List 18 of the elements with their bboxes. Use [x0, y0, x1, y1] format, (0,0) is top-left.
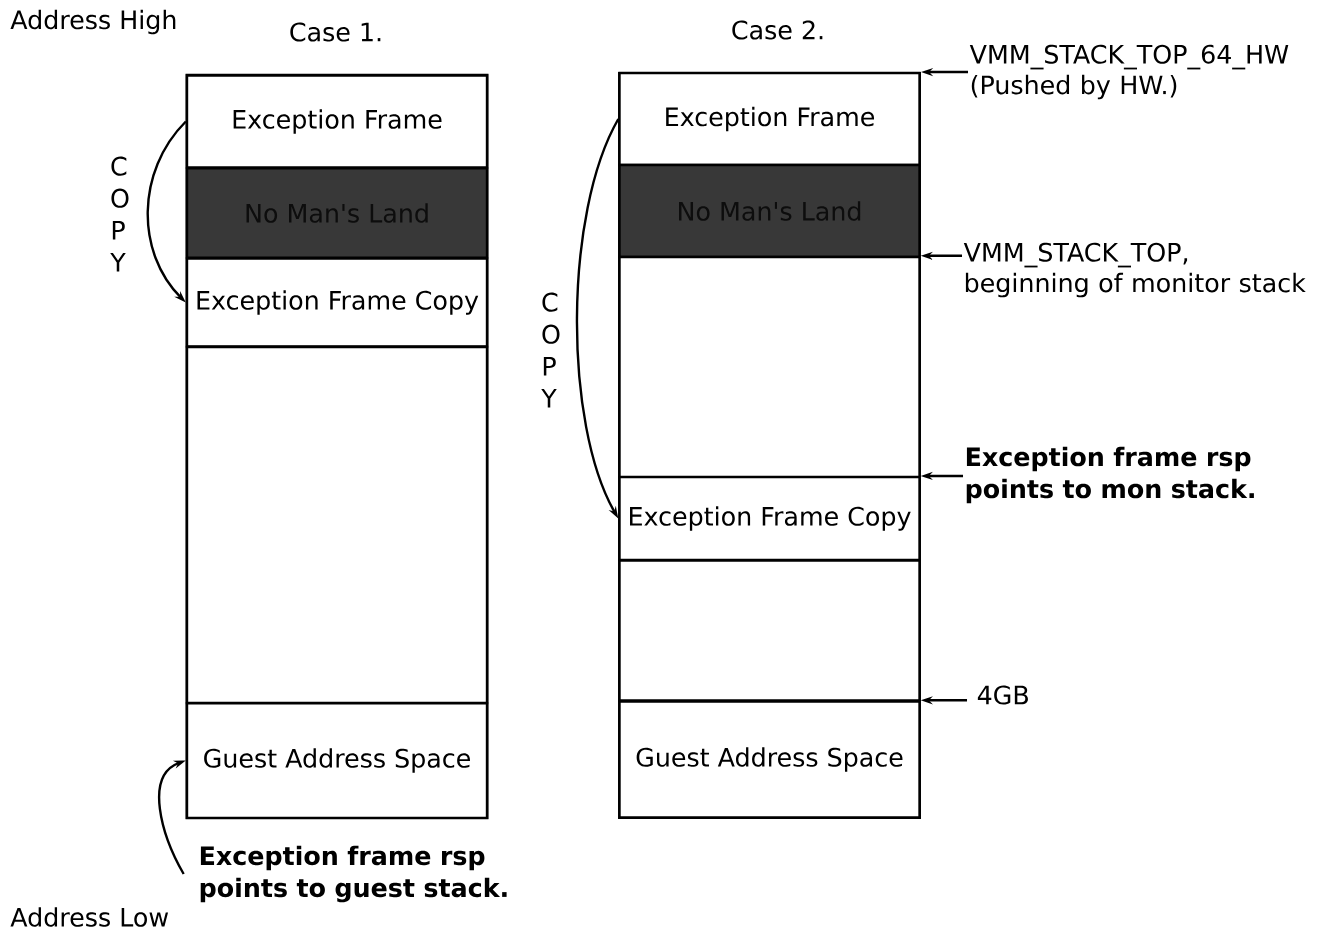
- annotation-text: Exception frame rsp points to mon stack.: [966, 446, 1254, 504]
- axis-label: Address Low: [10, 907, 169, 927]
- stack-region: [618, 559, 921, 702]
- annotation-text: 4GB: [977, 685, 1028, 705]
- annotation-text: Exception frame rsp points to guest stack.: [200, 845, 507, 903]
- annotation-text: VMM_STACK_TOP_64_HW (Pushed by HW.): [969, 44, 1289, 100]
- annotation-text: VMM_STACK_TOP, beginning of monitor stack: [963, 242, 1306, 298]
- stack-region: Exception Frame: [618, 71, 921, 167]
- stack-region: Exception Frame: [185, 74, 489, 169]
- stack-region: Guest Address Space: [185, 701, 489, 820]
- stack-region: Exception Frame Copy: [618, 475, 921, 562]
- axis-label: Address High: [10, 9, 176, 35]
- node-label: Case 1.: [290, 22, 381, 42]
- edge-label: C O P Y: [541, 292, 560, 408]
- stack-region: Guest Address Space: [618, 700, 921, 819]
- edge-label: C O P Y: [110, 156, 129, 272]
- stack-region: Exception Frame Copy: [185, 257, 489, 348]
- node-label: Case 2.: [732, 20, 823, 40]
